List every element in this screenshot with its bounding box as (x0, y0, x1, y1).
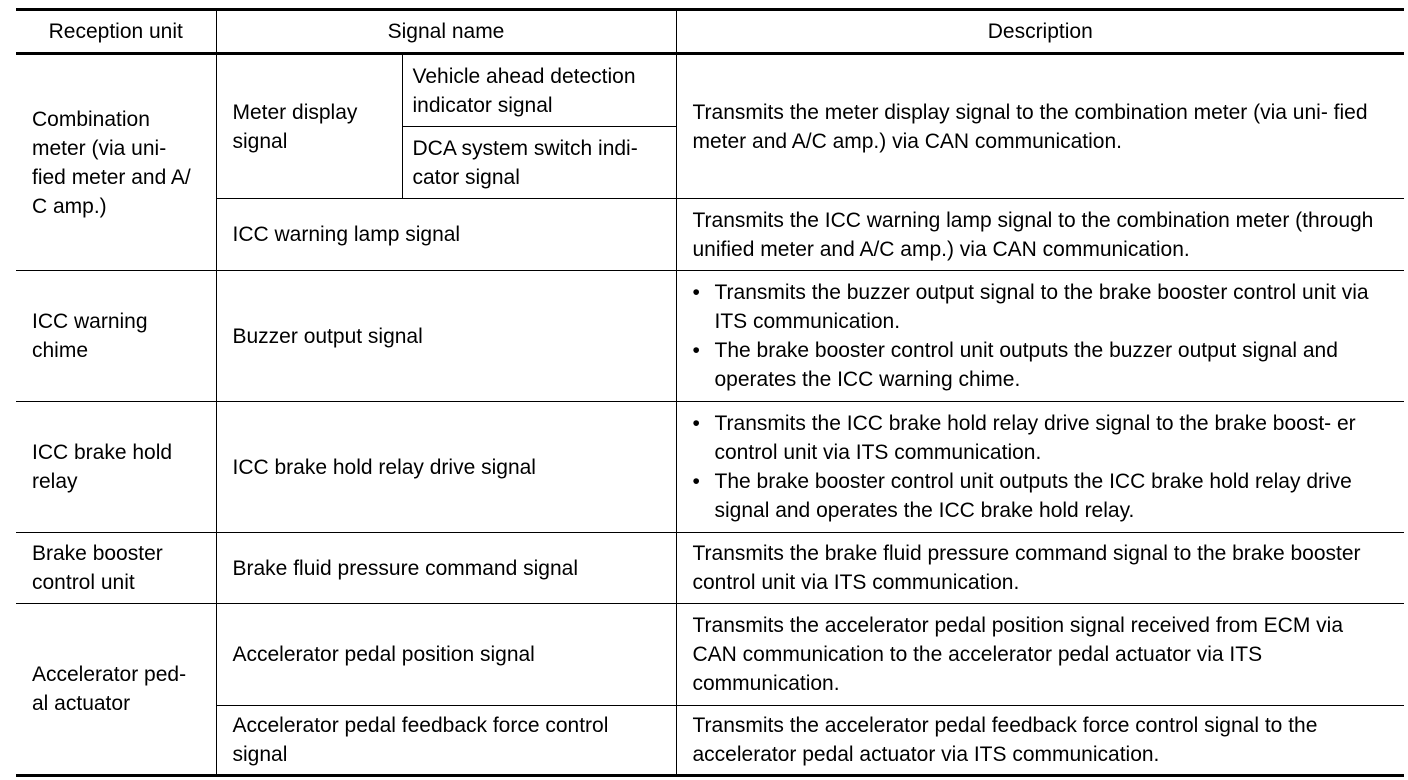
list-item: • The brake booster control unit outputs … (693, 467, 1389, 525)
reception-unit-cell: ICC brake hold relay (16, 401, 217, 533)
list-item: • The brake booster control unit outputs … (693, 336, 1389, 394)
header-signal-name: Signal name (215, 9, 677, 55)
table-row: ICC brake hold relay ICC brake hold rela… (16, 401, 1404, 533)
signal-table-container: Reception unit Signal name Description C… (16, 8, 1404, 777)
reception-unit-cell: Brake booster control unit (16, 532, 217, 604)
table-row: Brake booster control unit Brake fluid p… (16, 532, 1404, 604)
description-cell: Transmits the accelerator pedal feedback… (675, 705, 1404, 776)
table-row: ICC warning lamp signal Transmits the IC… (16, 198, 1404, 271)
table-row: Accelerator ped- al actuator Accelerator… (16, 603, 1404, 776)
list-item: • Transmits the buzzer output signal to t… (693, 278, 1389, 336)
list-item-text: Transmits the ICC brake hold relay drive… (714, 412, 1356, 464)
signal-name-cell: Buzzer output signal (215, 270, 677, 402)
table-header-row: Reception unit Signal name Description (16, 9, 1404, 55)
signal-name-cell: ICC brake hold relay drive signal (215, 401, 677, 533)
table-row: Combination meter (via uni- fied meter a… (16, 53, 1404, 271)
header-reception-unit: Reception unit (16, 9, 217, 55)
table-row: DCA system switch indi- cator signal (16, 126, 1404, 199)
bullet-icon: • (692, 470, 700, 493)
description-cell: • Transmits the buzzer output signal to t… (675, 270, 1404, 402)
bullet-icon: • (692, 281, 700, 304)
list-item-text: The brake booster control unit outputs t… (714, 470, 1352, 522)
reception-unit-cell: Accelerator ped- al actuator (16, 603, 217, 776)
description-cell: Transmits the ICC warning lamp signal to… (675, 198, 1404, 271)
bullet-icon: • (692, 339, 700, 362)
description-list: • Transmits the buzzer output signal to t… (693, 278, 1389, 394)
description-list: • Transmits the ICC brake hold relay driv… (693, 409, 1389, 525)
header-description: Description (675, 9, 1404, 55)
list-item: • Transmits the ICC brake hold relay driv… (693, 409, 1389, 467)
description-cell: Transmits the accelerator pedal position… (675, 603, 1404, 706)
reception-unit-cell: ICC warning chime (16, 270, 217, 402)
table-row: Accelerator pedal feedback force control… (16, 705, 1404, 776)
signal-table: Reception unit Signal name Description C… (16, 8, 1404, 777)
bullet-icon: • (692, 412, 700, 435)
signal-name-cell: Meter display signal (215, 53, 403, 199)
reception-unit-cell: Combination meter (via uni- fied meter a… (16, 53, 217, 271)
description-cell: • Transmits the ICC brake hold relay driv… (675, 401, 1404, 533)
signal-name-cell: Accelerator pedal feedback force control… (215, 705, 677, 776)
signal-name-cell: ICC warning lamp signal (215, 198, 677, 271)
signal-name-cell: Accelerator pedal position signal (215, 603, 677, 706)
sub-signal-cell: DCA system switch indi- cator signal (401, 126, 677, 199)
description-cell: Transmits the brake fluid pressure comma… (675, 532, 1404, 604)
list-item-text: Transmits the buzzer output signal to th… (714, 281, 1369, 333)
table-row: ICC warning chime Buzzer output signal •… (16, 270, 1404, 402)
signal-name-cell: Brake fluid pressure command signal (215, 532, 677, 604)
list-item-text: The brake booster control unit outputs t… (714, 339, 1338, 391)
description-cell: Transmits the meter display signal to th… (675, 53, 1404, 199)
sub-signal-cell: Vehicle ahead detection indicator signal (401, 53, 677, 127)
